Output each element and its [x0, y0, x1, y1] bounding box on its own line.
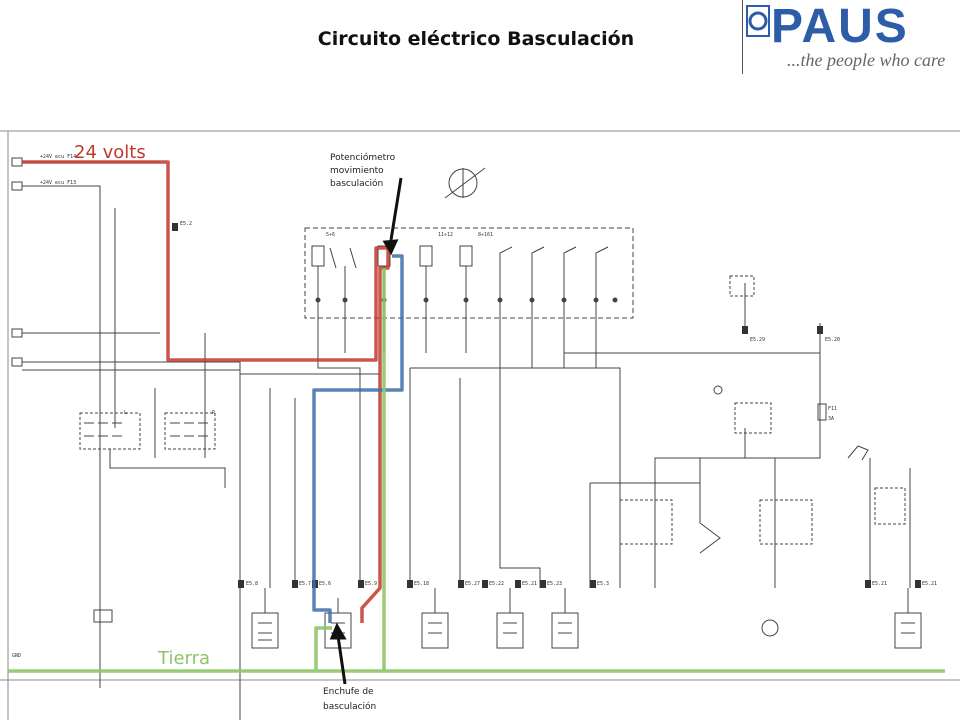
fuse-label: F11	[828, 406, 838, 412]
plug-callout-line: basculación	[323, 702, 377, 712]
connector-label: E5.23	[547, 581, 563, 587]
connector-label: E5.18	[414, 581, 430, 587]
potentiometer-callout-line: basculación	[330, 179, 384, 189]
arrow-plug	[336, 635, 347, 685]
arrow-plug-head	[329, 622, 347, 640]
connector-blocks	[93, 588, 922, 649]
connector-label: E5.21	[872, 581, 888, 587]
wire-ground	[8, 268, 945, 673]
potentiometer-callout-line: movimiento	[330, 166, 384, 176]
logo-tagline: ...the people who care	[787, 50, 945, 70]
plug-callout: Enchufe de basculación	[323, 685, 403, 715]
supply-voltage-label: 24 volts	[74, 142, 146, 163]
module-group-label: 5÷6	[326, 232, 336, 238]
rail-gnd-label: GND	[12, 653, 22, 659]
distribution-wiring	[240, 283, 911, 588]
module-group-label: 11÷12	[438, 232, 454, 238]
control-module	[304, 167, 634, 368]
right-relays	[619, 275, 906, 637]
connector-label: E5.3	[597, 581, 610, 587]
schematic-drawing	[0, 130, 960, 725]
connector-label: E5.2	[180, 221, 193, 227]
potentiometer-callout-line: Potenciómetro	[330, 153, 396, 163]
relay-r-label: R	[212, 410, 216, 416]
electrical-schematic: +24V ecu F14 +24V ecu F13 GND F11 3A 5÷6…	[0, 128, 960, 725]
pointer-arrows	[329, 177, 403, 685]
logo-brand-text: PAUS	[771, 0, 909, 53]
connector-label: E5.6	[319, 581, 332, 587]
company-logo: PAUS ...the people who care	[742, 0, 960, 74]
connector-label: E5.27	[465, 581, 481, 587]
supply-rails	[22, 161, 241, 725]
connector-label: E5.20	[825, 337, 841, 343]
module-group-label: 8÷161	[478, 232, 494, 238]
wire-signal	[312, 254, 404, 623]
connector-label: E5.9	[365, 581, 378, 587]
wire-24v	[22, 160, 388, 362]
connector-label: E5.8	[246, 581, 259, 587]
highlighted-wires	[8, 160, 945, 673]
rail-top-label: +24V ecu F14	[40, 154, 77, 160]
rail-second-label: +24V ecu F13	[40, 180, 77, 186]
page-title: Circuito eléctrico Basculación	[317, 28, 635, 50]
connector-label: E5.7	[299, 581, 312, 587]
paus-logo-graphic: PAUS ...the people who care	[746, 0, 945, 70]
connector-label: E5.22	[489, 581, 505, 587]
plug-callout-line: Enchufe de	[323, 687, 374, 697]
potentiometer-callout: Potenciómetro movimiento basculación	[330, 152, 420, 191]
arrow-potentiometer-head	[382, 239, 399, 256]
connector-label: E5.21	[522, 581, 538, 587]
relay-l-label: L	[124, 410, 128, 416]
ground-label: Tierra	[158, 648, 211, 669]
wire-24v-return	[360, 248, 390, 623]
arrow-potentiometer	[389, 177, 403, 241]
connector-label: E5.29	[750, 337, 766, 343]
connector-label: E5.21	[922, 581, 938, 587]
fuse-rating-label: 3A	[828, 416, 835, 422]
relay-blocks	[79, 412, 226, 488]
